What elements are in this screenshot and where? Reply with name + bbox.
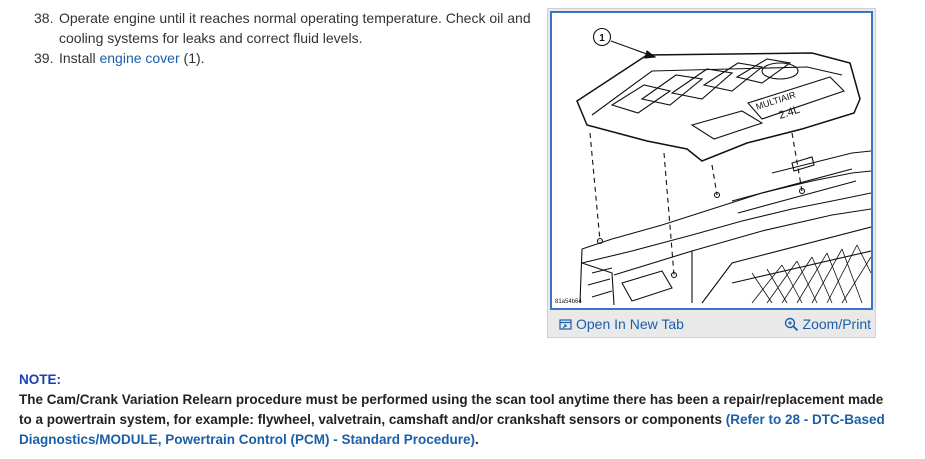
cover-text-displacement: 2.4L (777, 104, 801, 122)
procedure-steps: 38. Operate engine until it reaches norm… (34, 8, 544, 68)
step-38: 38. Operate engine until it reaches norm… (34, 8, 544, 48)
pcm-procedure-link[interactable]: (Refer to 28 - DTC-Based Diagnostics/MOD… (19, 412, 885, 447)
note-body: The Cam/Crank Variation Relearn procedur… (19, 392, 884, 427)
step-text-after: (1). (179, 50, 205, 66)
note-end: . (475, 432, 479, 447)
figure-id: 81a54b64 (555, 299, 582, 305)
open-new-tab-icon (559, 318, 572, 330)
callout-label: 1 (599, 33, 605, 44)
step-39: 39. Install engine cover (1). (34, 48, 544, 68)
figure-container: MULTIAIR 2.4L (547, 8, 876, 338)
magnifier-icon (784, 317, 798, 331)
open-new-tab-button[interactable]: Open In New Tab (559, 316, 684, 332)
engine-cover-link[interactable]: engine cover (99, 50, 180, 66)
step-text-before: Install (59, 50, 100, 66)
note-block: NOTE: The Cam/Crank Variation Relearn pr… (19, 370, 899, 450)
note-content: The Cam/Crank Variation Relearn procedur… (19, 390, 899, 450)
open-new-tab-label: Open In New Tab (576, 316, 684, 332)
note-title: NOTE: (19, 372, 61, 387)
zoom-print-button[interactable]: Zoom/Print (784, 316, 871, 332)
step-number: 39. (34, 50, 54, 66)
step-text: Operate engine until it reaches normal o… (59, 10, 531, 46)
figure-image[interactable]: MULTIAIR 2.4L (550, 11, 873, 310)
engine-cover-illustration: MULTIAIR 2.4L (576, 27, 871, 306)
zoom-print-label: Zoom/Print (802, 316, 871, 332)
callout-circle (592, 27, 612, 47)
step-number: 38. (34, 10, 54, 26)
